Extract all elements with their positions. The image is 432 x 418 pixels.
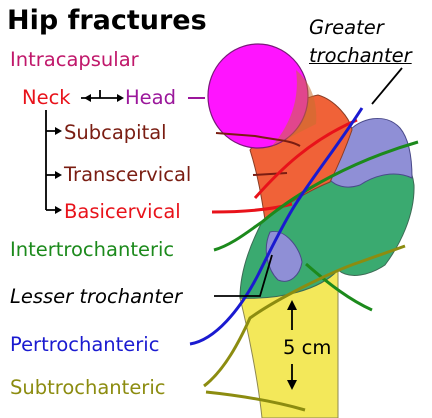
neck-bracket — [46, 110, 58, 210]
label-five-cm: 5 cm — [283, 338, 331, 358]
label-transcervical: Transcervical — [64, 165, 191, 185]
label-basicervical: Basicervical — [64, 202, 181, 222]
label-intracapsular: Intracapsular — [10, 50, 139, 70]
label-intertrochanteric: Intertrochanteric — [10, 240, 174, 260]
label-subcapital: Subcapital — [64, 123, 167, 143]
label-greater-trochanter-1: Greater — [309, 18, 384, 38]
label-greater-trochanter-2: trochanter — [309, 46, 412, 66]
label-lesser-trochanter: Lesser trochanter — [10, 287, 182, 307]
label-pertrochanteric: Pertrochanteric — [10, 335, 159, 355]
label-head: Head — [125, 88, 176, 108]
label-subtrochanteric: Subtrochanteric — [10, 378, 165, 398]
label-neck: Neck — [22, 88, 71, 108]
diagram-title: Hip fractures — [7, 7, 207, 34]
